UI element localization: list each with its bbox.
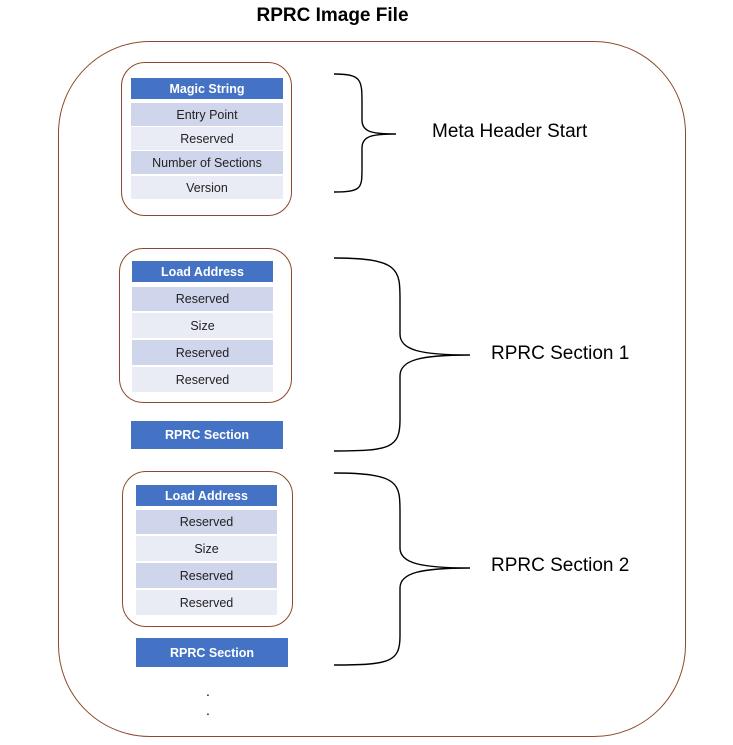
section-2-header-group — [122, 471, 293, 627]
section-1-label: RPRC Section 1 — [491, 343, 630, 364]
meta-field-magic-string: Magic String — [131, 78, 283, 99]
section-2-field-reserved-1: Reserved — [136, 510, 277, 534]
meta-field-reserved: Reserved — [131, 127, 283, 150]
section-2-field-reserved-2: Reserved — [136, 563, 277, 588]
section-2-field-reserved-3: Reserved — [136, 590, 277, 615]
meta-field-number-of-sections: Number of Sections — [131, 151, 283, 174]
section-1-field-reserved-3: Reserved — [132, 367, 273, 392]
diagram-title-text: RPRC Image File — [256, 5, 409, 26]
section-1-field-reserved-2: Reserved — [132, 340, 273, 365]
section-2-brace — [333, 472, 471, 666]
diagram-title: RPRC Image File — [0, 5, 733, 27]
section-2-label: RPRC Section 2 — [491, 555, 630, 576]
continuation-dot-2: . — [206, 702, 210, 718]
section-2-field-load-address: Load Address — [136, 485, 277, 506]
continuation-dot-1: . — [206, 683, 210, 699]
rprc-image-container — [58, 41, 686, 737]
meta-header-group — [121, 62, 292, 216]
section-1-field-reserved-1: Reserved — [132, 287, 273, 311]
meta-field-version: Version — [131, 176, 283, 199]
section-1-field-size: Size — [132, 313, 273, 338]
section-2-data-bar: RPRC Section — [136, 638, 288, 667]
section-1-data-bar: RPRC Section — [131, 421, 283, 449]
section-1-brace — [333, 257, 471, 452]
meta-field-entry-point: Entry Point — [131, 103, 283, 126]
section-1-header-group — [119, 248, 292, 403]
meta-header-brace — [333, 73, 397, 193]
section-2-field-size: Size — [136, 536, 277, 561]
meta-header-label: Meta Header Start — [432, 121, 588, 142]
section-1-field-load-address: Load Address — [132, 261, 273, 282]
